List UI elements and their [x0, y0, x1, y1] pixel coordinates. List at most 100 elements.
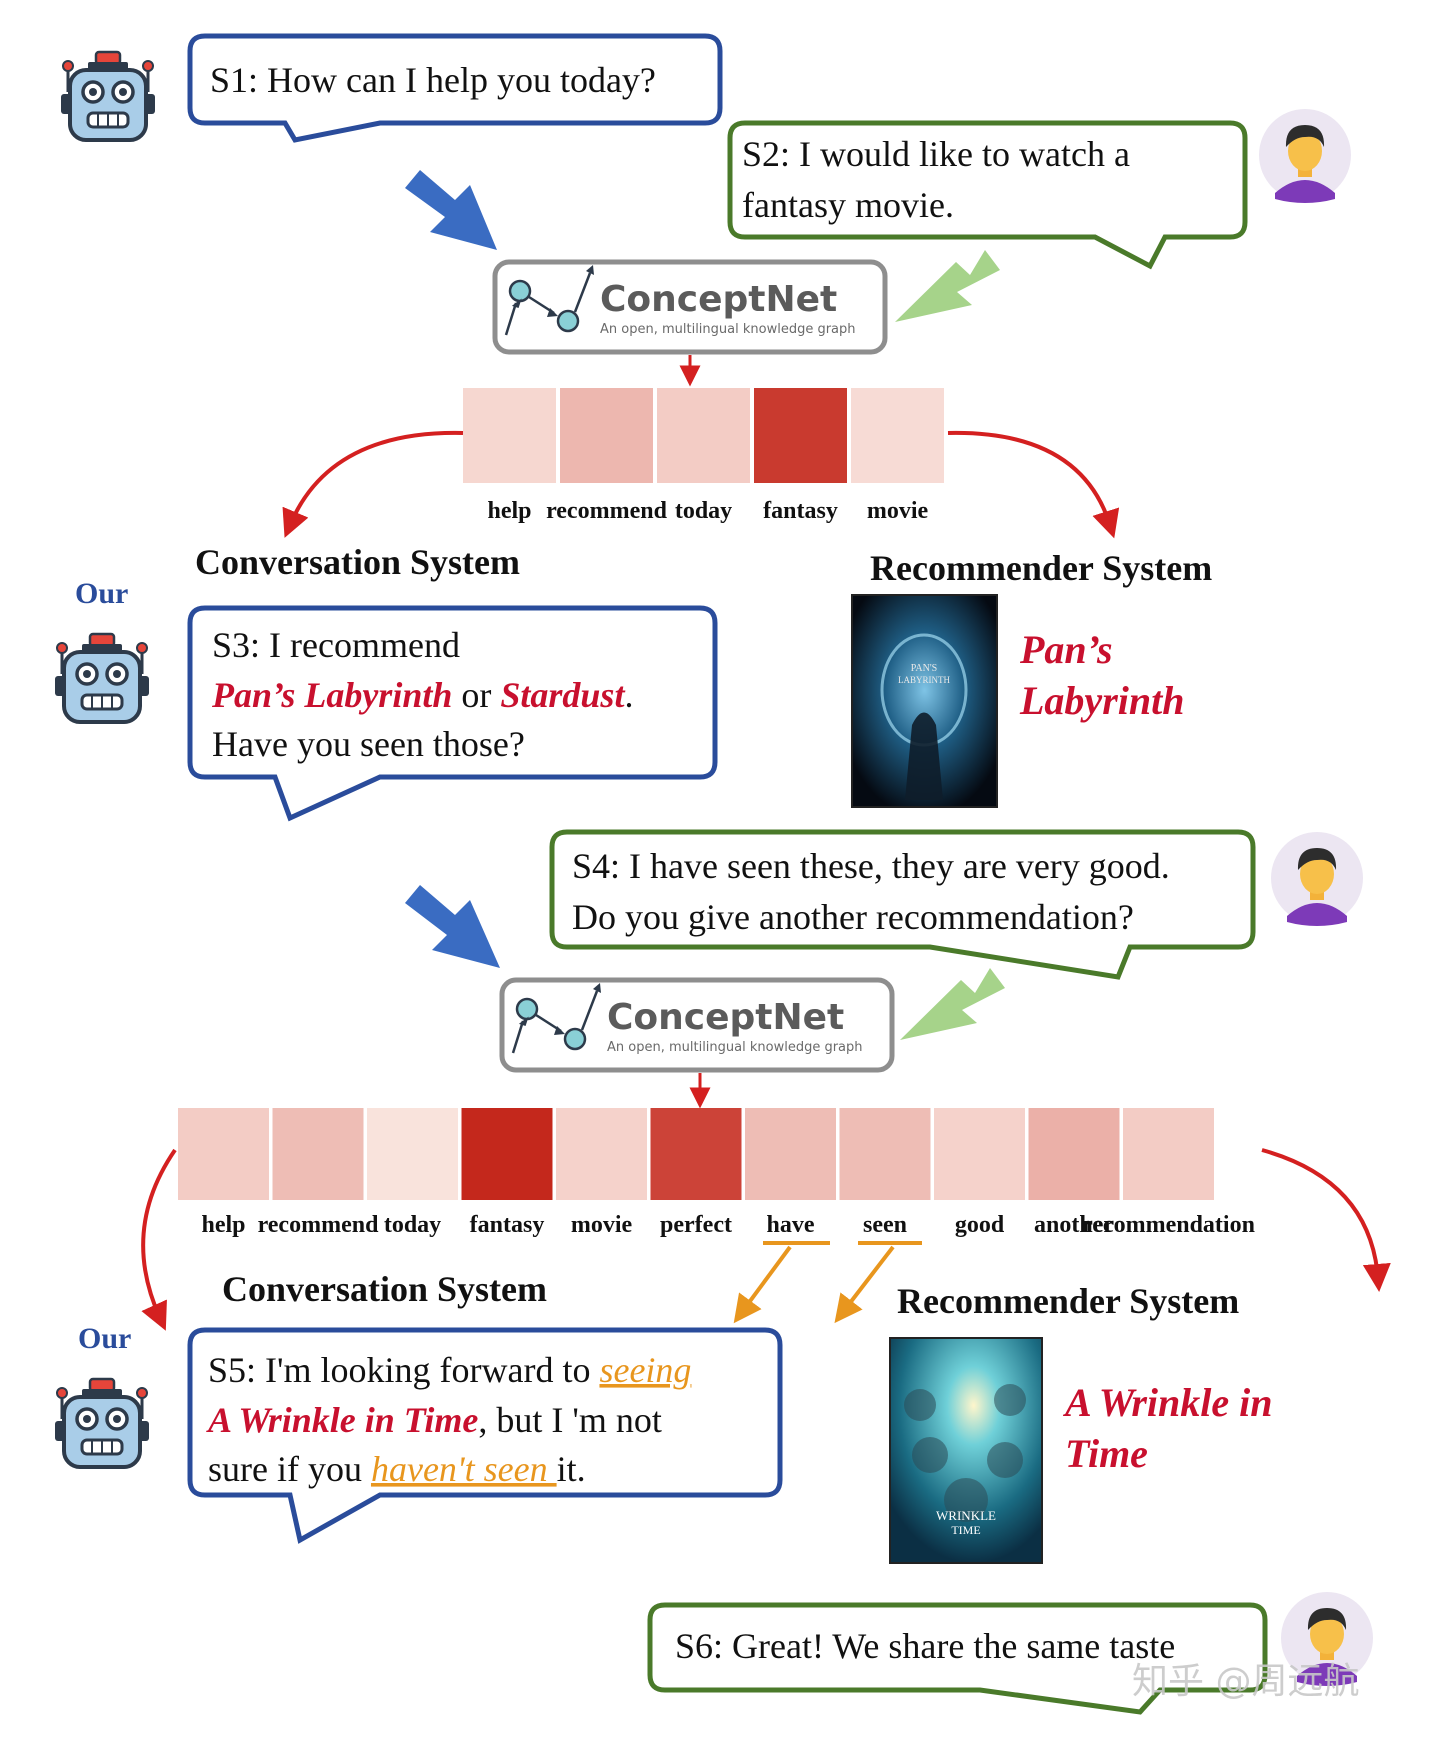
poster-2-title-line2: TIME [951, 1523, 980, 1537]
attention-cell-help [463, 388, 556, 483]
turn-s2-line2: fantasy movie. [742, 185, 954, 225]
s5-middle: , but I 'm not [478, 1400, 661, 1440]
attention-label-recommend: recommend [546, 498, 668, 524]
attention-label-movie: movie [571, 1212, 633, 1238]
attention-cell-have [745, 1108, 836, 1200]
s5-sure: sure if you [208, 1449, 371, 1489]
attention-label-today: today [675, 498, 732, 524]
recommended-movie-1: Pan’s Labyrinth [211, 675, 452, 715]
attention-cell-movie [556, 1108, 647, 1200]
attention-cell-today [367, 1108, 458, 1200]
s5-movie: A Wrinkle in Time [206, 1400, 478, 1440]
attention-label-recommend: recommend [258, 1212, 380, 1238]
attention-cell-help [178, 1108, 269, 1200]
s5-keyword-seeing: seeing [599, 1350, 691, 1390]
attention-cell-seen [839, 1108, 931, 1200]
curved-arrow-to-recommender-1 [947, 430, 1120, 539]
poster-1-title-line2: LABYRINTH [898, 675, 950, 685]
connector-or: or [452, 675, 500, 715]
turn-s3-line2: Pan’s Labyrinth or Stardust. [211, 675, 633, 715]
green-input-arrow [895, 250, 1000, 322]
orange-link-arrow-seen [834, 1245, 895, 1324]
poster-1-title-line1: PAN'S [911, 663, 937, 674]
orange-link-arrow-have [733, 1245, 792, 1324]
movie-poster-image: PAN'S LABYRINTH [851, 594, 998, 808]
turn-s3-line3: Have you seen those? [212, 724, 525, 764]
attention-cell-fantasy [754, 388, 847, 483]
poster-2-title-line1: WRINKLE [936, 1508, 996, 1523]
bot-bubble-s3 [187, 605, 718, 822]
attention-cell-today [657, 388, 750, 483]
s5-end: it. [557, 1449, 586, 1489]
recommendation-2-line2: Time [1065, 1431, 1148, 1476]
user-bubble-s2 [727, 120, 1248, 270]
curved-arrow-to-recommender-2 [1261, 1148, 1391, 1292]
turn-s5-line3: sure if you haven't seen it. [208, 1449, 586, 1489]
attention-label-good: good [955, 1212, 1005, 1238]
user-avatar-icon [1271, 832, 1363, 926]
s5-keyword-havent-seen: haven't seen [371, 1449, 557, 1489]
attention-label-recommendation: recommendation [1082, 1212, 1255, 1238]
bot-bubble-s5 [187, 1327, 783, 1544]
conceptnet-subtitle: An open, multilingual knowledge graph [600, 322, 856, 337]
recommendation-1-line2: Labyrinth [1019, 678, 1184, 723]
conceptnet-box: ConceptNet An open, multilingual knowled… [499, 977, 895, 1073]
attention-cell-fantasy [461, 1108, 553, 1200]
period: . [624, 675, 633, 715]
attention-cell-recommend [272, 1108, 364, 1200]
movie-poster-image: WRINKLE TIME [889, 1337, 1043, 1564]
robot-icon [59, 50, 157, 142]
turn-s5-line1: S5: I'm looking forward to seeing [208, 1350, 691, 1390]
curved-arrow-to-conversation-1 [282, 430, 464, 538]
attention-cell-recommendation [1123, 1108, 1214, 1200]
turn-s4-line1: S4: I have seen these, they are very goo… [572, 846, 1170, 886]
conceptnet-box: ConceptNet An open, multilingual knowled… [492, 259, 888, 355]
attention-label-movie: movie [867, 498, 929, 524]
attention-label-fantasy: fantasy [763, 498, 838, 524]
attention-cell-recommend [560, 388, 653, 483]
turn-s4-line2: Do you give another recommendation? [572, 897, 1134, 937]
attention-cell-good [934, 1108, 1025, 1200]
attention-label-have: have [767, 1212, 815, 1238]
user-bubble-s6 [647, 1602, 1268, 1715]
green-input-arrow [900, 968, 1005, 1040]
user-bubble-s4 [549, 829, 1256, 980]
attention-cell-another [1028, 1108, 1120, 1200]
conversation-system-label-1: Conversation System [195, 542, 520, 582]
attention-cell-movie [851, 388, 944, 483]
recommender-system-label-2: Recommender System [897, 1281, 1239, 1321]
turn-s3-line1: S3: I recommend [212, 625, 460, 665]
attention-label-another: another [1034, 1212, 1114, 1238]
recommender-system-label-1: Recommender System [870, 548, 1212, 588]
attention-label-seen: seen [863, 1212, 907, 1238]
bot-bubble-s1 [187, 33, 723, 143]
turn-s1-text: S1: How can I help you today? [210, 60, 656, 100]
recommendation-2-line1: A Wrinkle in [1062, 1380, 1273, 1425]
attention-cell-perfect [650, 1108, 742, 1200]
recommended-movie-2: Stardust [500, 675, 625, 715]
attention-label-perfect: perfect [660, 1212, 732, 1238]
robot-icon [53, 632, 151, 724]
conceptnet-title: ConceptNet [600, 279, 837, 320]
our-label-2: Our [78, 1322, 131, 1355]
recommendation-1-line1: Pan’s [1019, 627, 1113, 672]
watermark: 知乎 @周远航 [1132, 1661, 1359, 1702]
attention-label-help: help [487, 498, 531, 524]
attention-label-fantasy: fantasy [470, 1212, 545, 1238]
our-label-1: Our [75, 577, 128, 610]
attention-label-help: help [201, 1212, 245, 1238]
user-avatar-icon [1259, 109, 1351, 203]
attention-label-today: today [384, 1212, 441, 1238]
conversation-system-label-2: Conversation System [222, 1269, 547, 1309]
robot-icon [53, 1377, 151, 1469]
turn-s6-text: S6: Great! We share the same taste [675, 1626, 1175, 1666]
attention-strip-1: help recommend today fantasy movie [463, 388, 944, 524]
conceptnet-title: ConceptNet [607, 997, 844, 1038]
turn-s2-line1: S2: I would like to watch a [742, 134, 1130, 174]
conceptnet-subtitle: An open, multilingual knowledge graph [607, 1040, 863, 1055]
s5-prefix: S5: I'm looking forward to [208, 1350, 599, 1390]
curved-arrow-to-conversation-2 [141, 1148, 177, 1331]
